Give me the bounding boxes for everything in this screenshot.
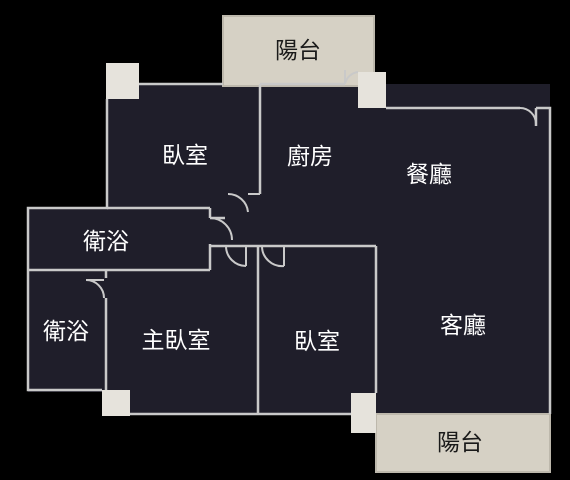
balcony-bottom-area	[375, 413, 551, 473]
pillars	[102, 63, 386, 433]
door-swing-window	[519, 107, 537, 125]
floor-bedroom-top	[107, 84, 260, 210]
outer-wall-right	[536, 106, 552, 414]
floor-living	[376, 240, 550, 416]
floor-areas	[28, 84, 550, 416]
door-swing-bath-upper	[209, 217, 233, 241]
label-balcony-top: 陽台	[275, 38, 321, 64]
label-dining: 餐廳	[406, 162, 452, 188]
label-master-bedroom: 主臥室	[142, 328, 211, 354]
pillar	[106, 63, 139, 99]
label-bath-lower: 衛浴	[43, 319, 89, 345]
label-balcony-bottom: 陽台	[437, 430, 483, 456]
floor-bath-lower	[28, 268, 106, 392]
label-living: 客廳	[440, 313, 486, 339]
door-swing-bedroom-lower	[260, 245, 285, 268]
floor-kitchen-dining	[260, 84, 550, 246]
walls	[26, 82, 552, 416]
floor-master	[104, 246, 260, 414]
label-bath-upper: 衛浴	[83, 229, 129, 255]
label-bedroom-top: 臥室	[162, 143, 208, 169]
floor-hall	[205, 208, 265, 248]
balcony-top-area	[222, 15, 375, 87]
door-swing-bedroom-top	[227, 192, 249, 213]
outer-wall-left-top	[26, 99, 109, 392]
pillar	[102, 390, 130, 416]
label-kitchen: 廚房	[287, 144, 333, 170]
pillar	[351, 393, 376, 433]
floor-bedroom-lower	[258, 246, 376, 414]
label-bedroom-lower: 臥室	[294, 329, 340, 355]
door-swing-master	[225, 245, 247, 267]
pillar	[358, 72, 386, 108]
doors	[85, 70, 537, 299]
